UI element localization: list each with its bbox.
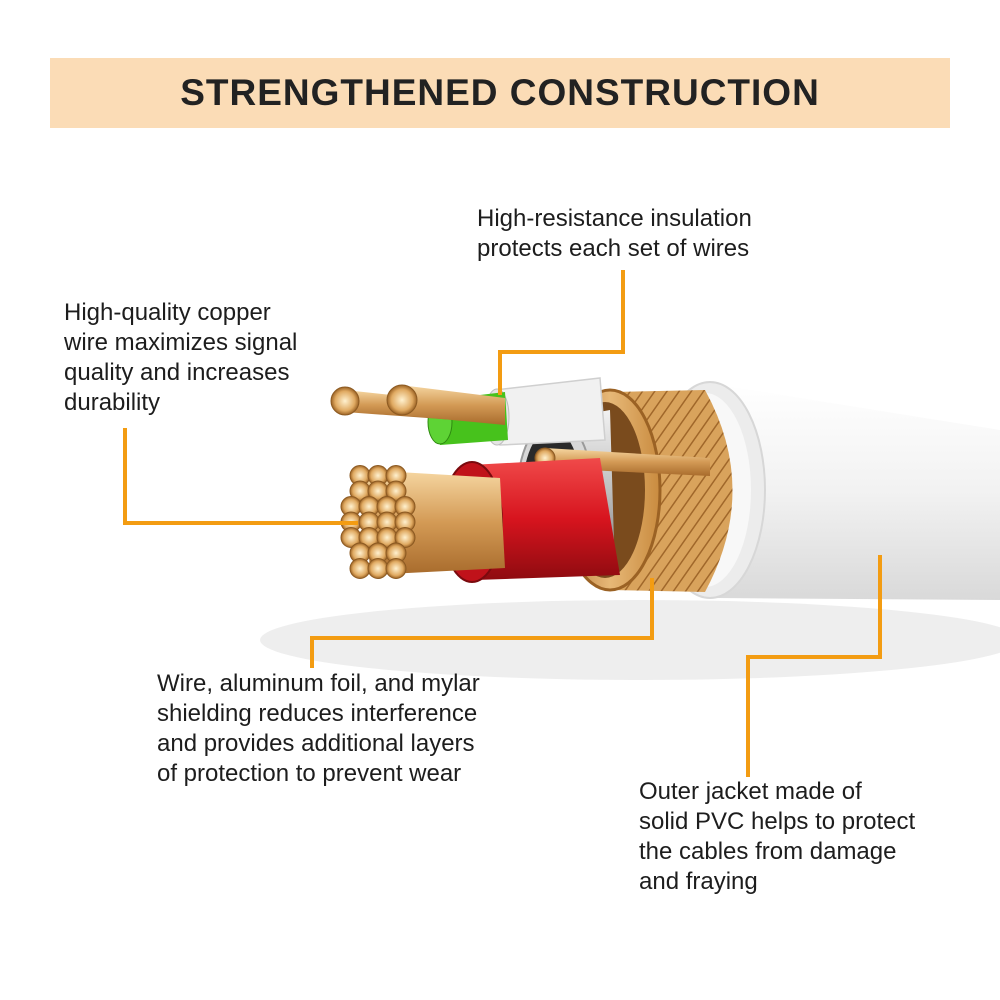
signal-copper-strands	[330, 384, 505, 425]
power-copper-strands	[340, 465, 505, 579]
leader-line-jacket	[746, 555, 882, 780]
copper-strand-end	[349, 558, 371, 579]
leader-line-shielding	[310, 578, 654, 668]
leader-line-insulation	[498, 270, 625, 395]
callout-insulation: High-resistance insulation protects each…	[477, 205, 752, 262]
page-title: STRENGTHENED CONSTRUCTION	[180, 72, 820, 113]
copper-strand-end	[385, 480, 407, 502]
copper-strand-end	[385, 558, 407, 579]
callout-outer-jacket: Outer jacket made of solid PVC helps to …	[639, 777, 959, 897]
leader-line-copper	[123, 428, 358, 525]
copper-strand-end	[367, 558, 389, 579]
leader-lines	[123, 270, 882, 780]
callout-copper-wire: High-quality copper wire maximizes signa…	[64, 299, 298, 416]
callout-shielding: Wire, aluminum foil, and mylar shielding…	[157, 670, 480, 787]
title-banner: STRENGTHENED CONSTRUCTION	[50, 58, 950, 128]
copper-strand-end	[394, 527, 416, 548]
